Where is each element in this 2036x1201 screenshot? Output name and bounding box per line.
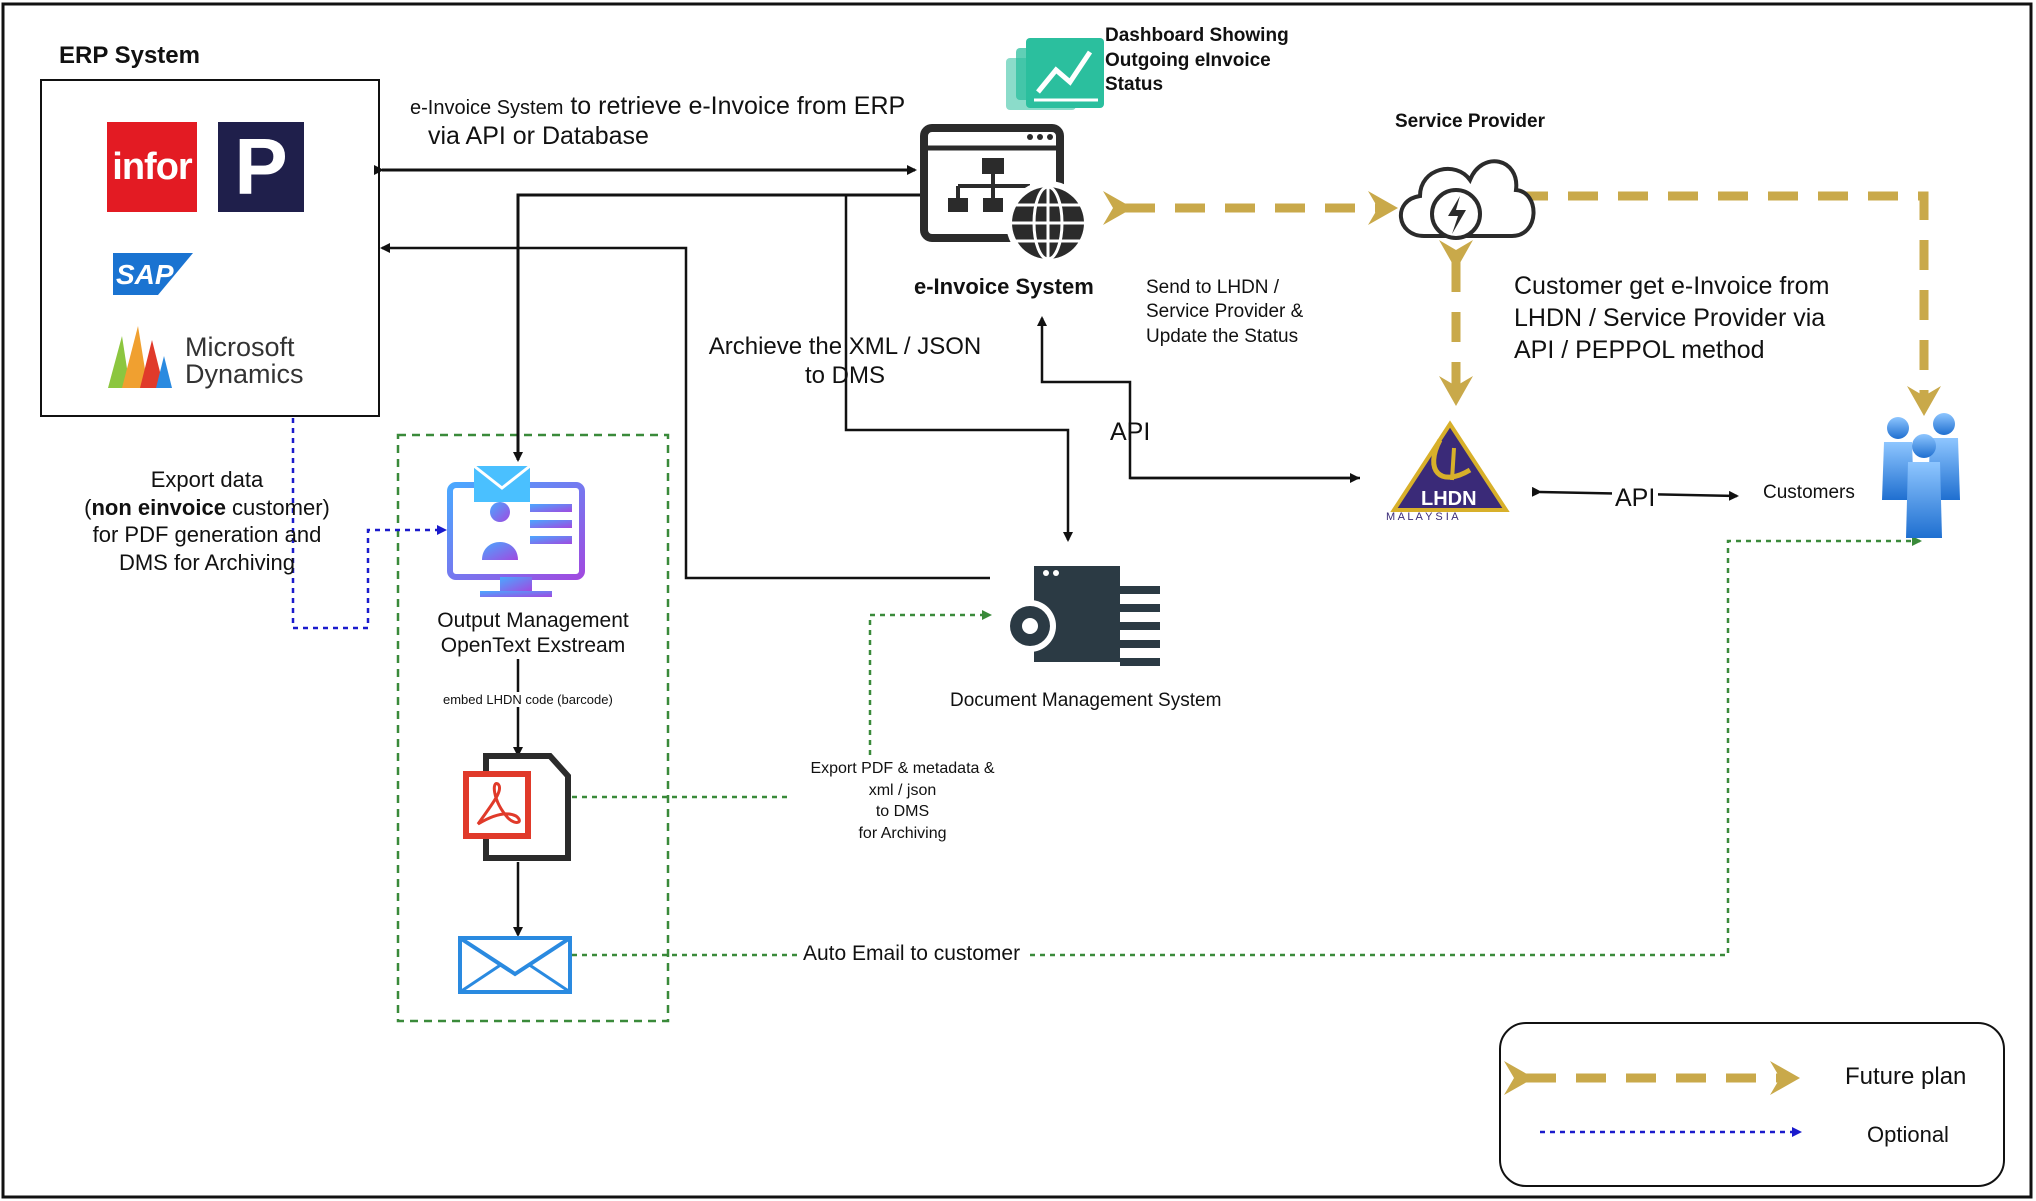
customers-icon — [1882, 413, 1960, 538]
output-management-line1: Output Management — [437, 609, 629, 632]
send-lhdn-line1: Send to LHDN / — [1146, 277, 1280, 298]
output-management-label: Output Management OpenText Exstream — [413, 609, 653, 659]
legend-box — [1499, 1022, 2005, 1187]
infor-logo-text: infor — [112, 145, 192, 188]
email-envelope-icon — [458, 936, 572, 994]
lhdn-logo-icon — [1390, 420, 1510, 512]
malaysia-text: M A L A Y S I A — [1386, 511, 1459, 523]
output-management-line2: OpenText Exstream — [440, 633, 626, 657]
arrow-einvoice-output — [513, 193, 925, 462]
send-lhdn-line2: Service Provider & — [1146, 301, 1304, 323]
archive-label: Archieve the XML / JSON to DMS — [700, 333, 990, 391]
cloud-lightning-icon — [1399, 159, 1536, 240]
gold-provider-customers — [1496, 179, 1941, 416]
arrow-email-customers-2 — [1030, 536, 1922, 957]
erp-box — [40, 79, 380, 417]
export-data-line3: for PDF generation and — [92, 522, 322, 547]
microsoft-text: Microsoft — [185, 332, 295, 362]
export-data-line2: (non einvoice customer) — [62, 494, 352, 522]
retrieve-label-rest: to retrieve e-Invoice from ERP — [563, 92, 906, 120]
export-data-line4: DMS for Archiving — [118, 549, 296, 575]
sap-logo-icon — [113, 253, 193, 295]
dashboard-label-line2: Outgoing eInvoice — [1105, 49, 1271, 71]
output-management-icon — [447, 464, 585, 597]
p-logo-text: P — [234, 122, 288, 211]
microsoft-dynamics-text: Microsoft Dynamics — [185, 334, 304, 388]
arrow-dms-erp — [380, 243, 990, 580]
customer-get-label: Customer get e-Invoice from LHDN / Servi… — [1514, 270, 1829, 366]
dynamics-text: Dynamics — [185, 359, 304, 389]
customer-get-line1: Customer get e-Invoice from — [1514, 272, 1830, 300]
customer-get-line2: LHDN / Service Provider via — [1514, 304, 1826, 332]
dashboard-label: Dashboard Showing Outgoing eInvoice Stat… — [1105, 24, 1289, 98]
export-pdf-line3: to DMS — [875, 803, 930, 821]
p-logo: P — [218, 122, 304, 212]
export-pdf-label: Export PDF & metadata & xml / json to DM… — [790, 758, 1015, 845]
output-container — [396, 433, 670, 1023]
retrieve-label: e-Invoice System to retrieve e-Invoice f… — [410, 92, 905, 122]
dms-gears-icon — [1004, 566, 1160, 666]
archive-label-line2: to DMS — [804, 361, 885, 389]
export-pdf-line4: for Archiving — [858, 824, 947, 842]
pdf-file-icon — [463, 753, 571, 861]
retrieve-label-small: e-Invoice System — [410, 97, 564, 119]
dashboard-chart-icon — [1006, 38, 1104, 110]
retrieve-label-line2: via API or Database — [428, 122, 649, 150]
export-data-open-paren: ( — [84, 494, 92, 520]
legend-optional-label: Optional — [1867, 1122, 1949, 1147]
arrow-optional-export — [291, 418, 447, 630]
export-data-bold: non einvoice — [91, 494, 226, 520]
sap-logo-text: SAP — [116, 259, 174, 290]
arrow-export-dms — [868, 610, 992, 755]
erp-system-title: ERP System — [59, 42, 200, 69]
service-provider-label: Service Provider — [1395, 111, 1545, 132]
api-label-right: API — [1612, 484, 1659, 514]
infor-logo: infor — [107, 122, 197, 212]
microsoft-dynamics-icon — [108, 326, 172, 388]
legend-future-plan-label: Future plan — [1845, 1063, 1967, 1090]
export-data-rest: customer) — [225, 494, 330, 520]
archive-label-line1: Archieve the XML / JSON — [708, 333, 982, 360]
lhdn-logo-text: LHDN — [1421, 488, 1477, 510]
dashboard-label-line1: Dashboard Showing — [1105, 25, 1289, 46]
export-pdf-line2: xml / json — [868, 781, 937, 799]
customers-label: Customers — [1763, 482, 1855, 503]
dashboard-label-line3: Status — [1105, 74, 1164, 96]
einvoice-system-icon — [920, 124, 1090, 265]
dms-label: Document Management System — [950, 690, 1222, 711]
embed-label: embed LHDN code (barcode) — [443, 692, 613, 708]
customer-get-line3: API / PEPPOL method — [1514, 336, 1765, 364]
arrow-archive-dms — [844, 195, 1073, 542]
export-pdf-line1: Export PDF & metadata & — [810, 760, 995, 777]
einvoice-system-label: e-Invoice System — [914, 274, 1094, 299]
auto-email-label: Auto Email to customer — [801, 942, 1023, 967]
send-lhdn-label: Send to LHDN / Service Provider & Update… — [1146, 276, 1303, 349]
export-data-line1: Export data — [150, 467, 264, 492]
export-data-label: Export data (non einvoice customer) for … — [62, 466, 352, 576]
send-lhdn-line3: Update the Status — [1146, 325, 1299, 347]
api-label-left: API — [1110, 418, 1151, 446]
